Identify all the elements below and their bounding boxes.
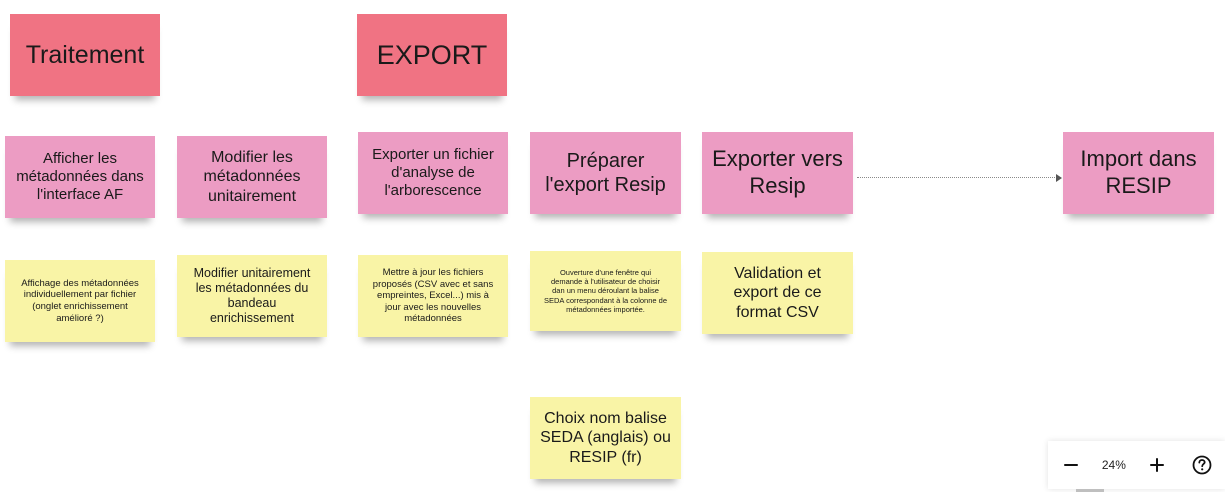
sticky-note-mettre-a-jour[interactable]: Mettre à jour les fichiers proposés (CSV… xyxy=(358,255,508,337)
sticky-note-text: Modifier les métadonnées unitairement xyxy=(203,148,301,205)
sticky-note-text: Préparer l'export Resip xyxy=(545,149,666,196)
sticky-note-ouverture-fenetre[interactable]: Ouverture d'une fenêtre qui demande à l'… xyxy=(530,251,681,331)
sticky-note-modifier-detail[interactable]: Modifier unitairement les métadonnées du… xyxy=(177,255,327,337)
sticky-note-afficher[interactable]: Afficher les métadonnées dans l'interfac… xyxy=(5,136,155,218)
sticky-note-text: Choix nom balise SEDA (anglais) ou RESIP… xyxy=(540,409,671,466)
scroll-indicator xyxy=(1076,489,1104,492)
sticky-note-import-resip[interactable]: Import dans RESIP xyxy=(1063,132,1214,214)
sticky-note-traitement[interactable]: Traitement xyxy=(10,14,160,96)
sticky-note-text: Validation et export de ce format CSV xyxy=(733,264,822,321)
plus-icon xyxy=(1150,458,1165,472)
sticky-note-text: Ouverture d'une fenêtre qui demande à l'… xyxy=(544,268,667,314)
sticky-note-text: EXPORT xyxy=(376,39,488,70)
zoom-toolbar: 24% xyxy=(1048,441,1225,489)
minus-icon xyxy=(1063,464,1078,466)
sticky-note-validation[interactable]: Validation et export de ce format CSV xyxy=(702,252,853,334)
zoom-level: 24% xyxy=(1101,458,1126,472)
sticky-note-text: Afficher les métadonnées dans l'interfac… xyxy=(16,149,144,204)
sticky-note-modifier[interactable]: Modifier les métadonnées unitairement xyxy=(177,136,327,218)
sticky-note-preparer-export[interactable]: Préparer l'export Resip xyxy=(530,132,681,214)
sticky-note-affichage-detail[interactable]: Affichage des métadonnées individuelleme… xyxy=(5,260,155,342)
help-button[interactable] xyxy=(1188,451,1216,479)
zoom-out-button[interactable] xyxy=(1057,451,1085,479)
sticky-note-text: Affichage des métadonnées individuelleme… xyxy=(21,277,139,324)
arrowhead-icon xyxy=(1056,174,1062,182)
sticky-note-text: Exporter un fichier d'analyse de l'arbor… xyxy=(372,145,494,200)
sticky-note-choix-nom[interactable]: Choix nom balise SEDA (anglais) ou RESIP… xyxy=(530,397,681,479)
sticky-note-exporter-fichier[interactable]: Exporter un fichier d'analyse de l'arbor… xyxy=(358,132,508,214)
help-icon xyxy=(1192,455,1212,475)
sticky-note-text: Traitement xyxy=(25,40,145,69)
zoom-in-button[interactable] xyxy=(1143,451,1171,479)
sticky-note-text: Exporter vers Resip xyxy=(712,146,843,198)
sticky-note-text: Import dans RESIP xyxy=(1080,146,1197,198)
connector-line[interactable] xyxy=(857,177,1057,178)
sticky-note-export[interactable]: EXPORT xyxy=(357,14,507,96)
sticky-note-text: Mettre à jour les fichiers proposés (CSV… xyxy=(372,267,494,325)
sticky-note-text: Modifier unitairement les métadonnées du… xyxy=(193,265,311,326)
sticky-note-exporter-resip[interactable]: Exporter vers Resip xyxy=(702,132,853,214)
